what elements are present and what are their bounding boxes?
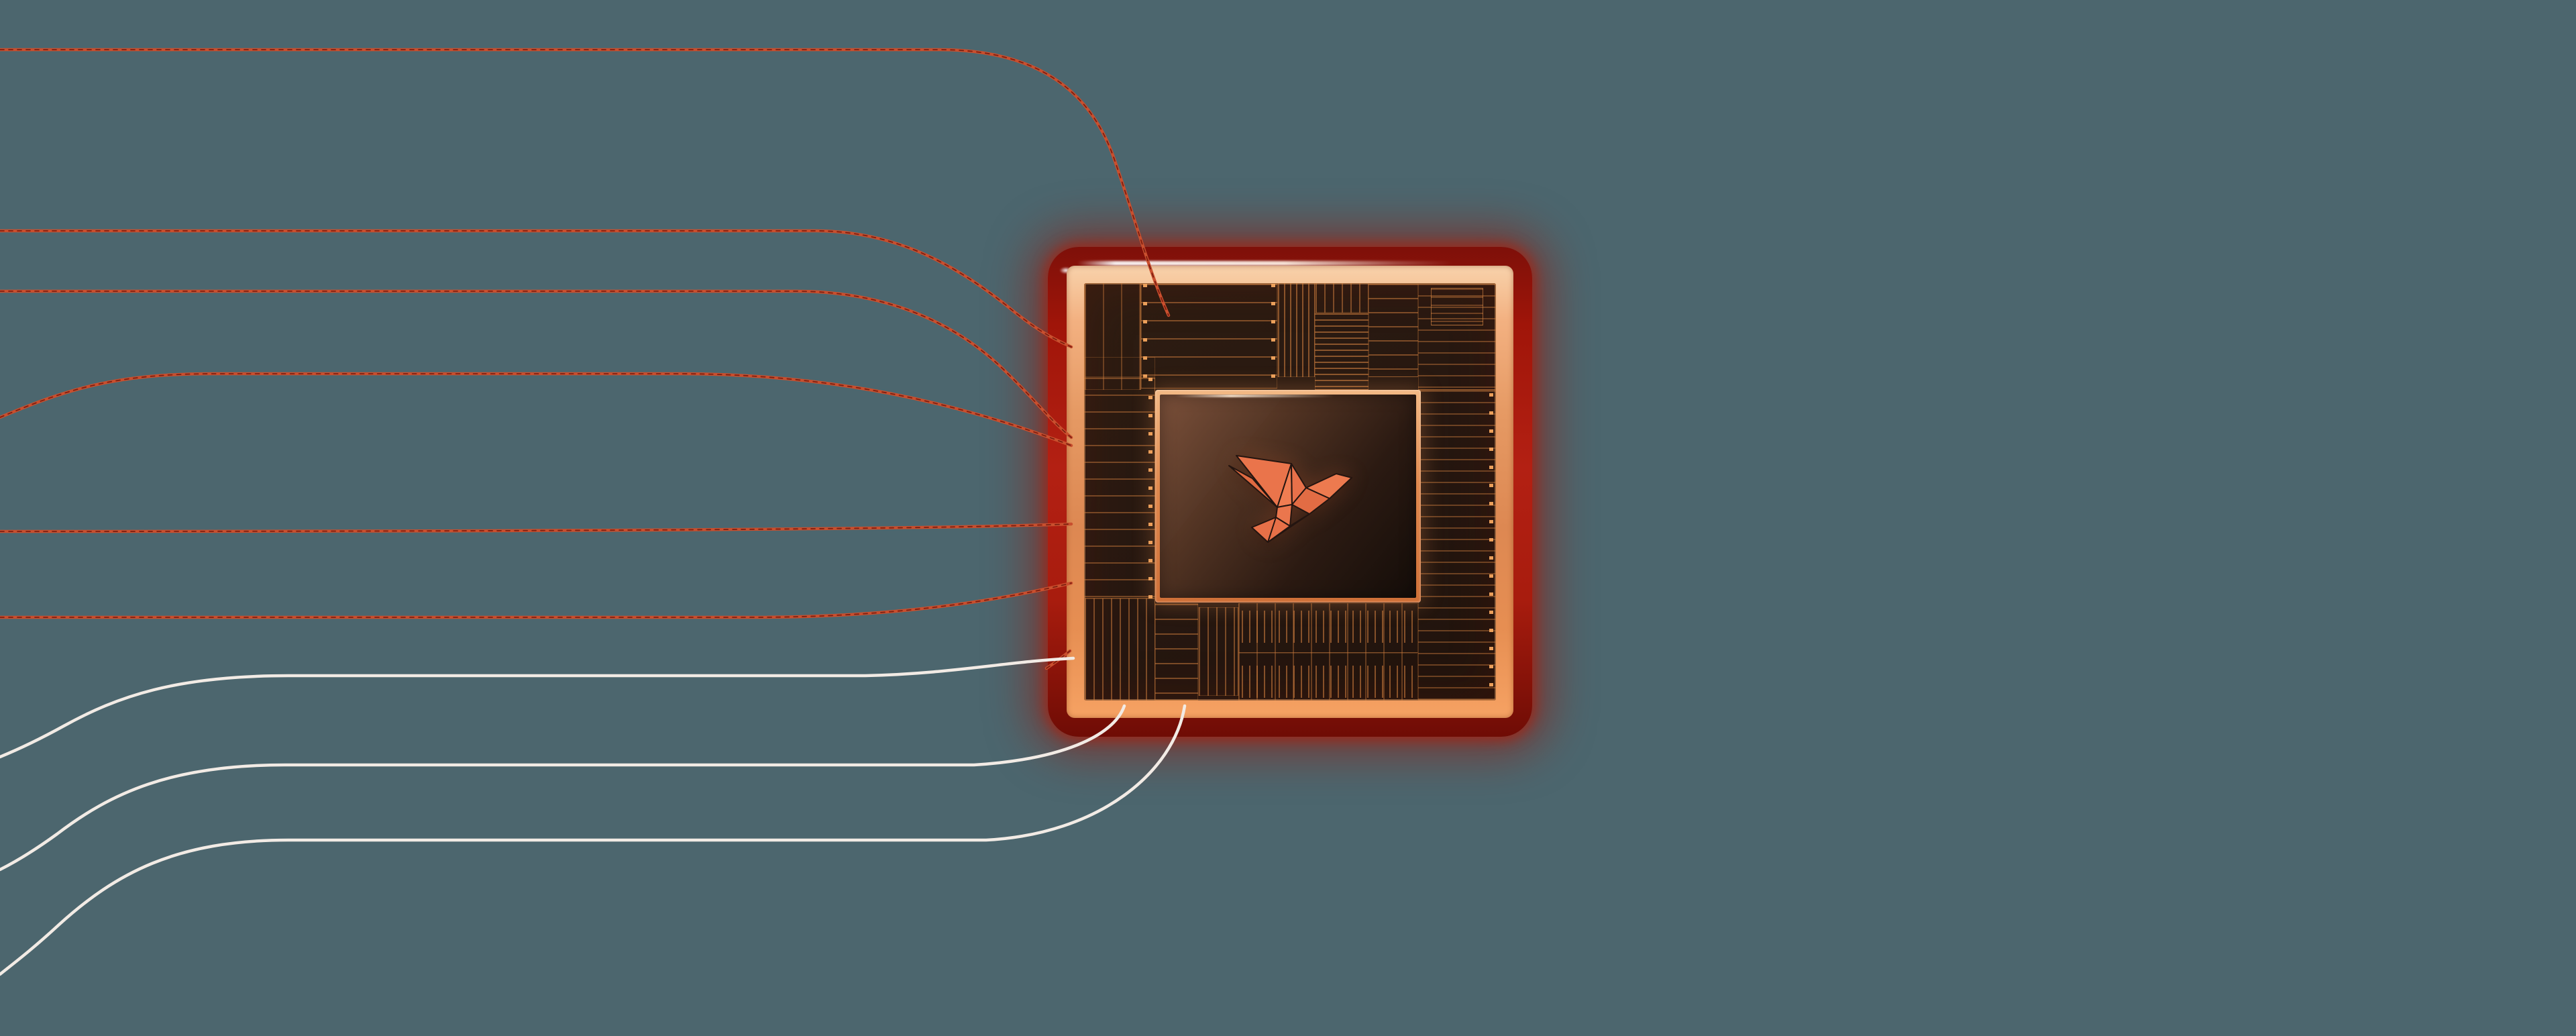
die-box xyxy=(1431,288,1483,325)
origami-bird-icon xyxy=(1228,455,1352,543)
module-surface xyxy=(1160,395,1416,598)
die-block xyxy=(1238,653,1418,701)
bird-fold-line-1 xyxy=(1267,517,1277,543)
die-pads xyxy=(1148,378,1152,599)
wire-orange-1 xyxy=(0,48,1171,317)
die-comb xyxy=(1242,611,1415,643)
die-pads xyxy=(1271,284,1275,389)
wire-orange-6-dashes xyxy=(0,582,1072,618)
module-highlight xyxy=(1175,395,1334,397)
die-block xyxy=(1315,313,1368,390)
die-block xyxy=(1315,283,1368,313)
wire-orange-5-dashes xyxy=(0,523,1072,532)
chip-die xyxy=(1084,283,1496,701)
wire-orange-2-dashes xyxy=(0,230,1072,348)
die-block xyxy=(1277,283,1315,377)
wire-orange-2 xyxy=(0,229,1073,349)
die-comb xyxy=(1242,666,1415,698)
die-block xyxy=(1198,607,1238,696)
die-block xyxy=(1084,599,1155,701)
die-block xyxy=(1155,603,1198,701)
die-block xyxy=(1084,377,1155,599)
bird-tail xyxy=(1250,513,1310,543)
die-pads xyxy=(1489,393,1493,698)
chip-top-highlight xyxy=(1077,261,1453,266)
wire-white-1 xyxy=(0,656,1075,759)
wire-orange-1-dashes xyxy=(0,49,1169,316)
bird-fold-line-2 xyxy=(1267,525,1291,543)
chip-center-module xyxy=(1155,390,1421,603)
chip-copper-frame xyxy=(1067,266,1513,718)
wire-white-2 xyxy=(0,704,1126,872)
wire-orange-3-dashes xyxy=(0,291,1072,438)
die-grid xyxy=(1238,603,1418,701)
die-block xyxy=(1418,390,1496,701)
wire-white-3 xyxy=(0,704,1187,976)
die-block xyxy=(1418,283,1496,390)
die-pads xyxy=(1143,284,1147,389)
die-block xyxy=(1238,603,1418,653)
die-block xyxy=(1368,283,1418,377)
wire-orange-5 xyxy=(0,522,1073,533)
wire-orange-4-dashes xyxy=(0,373,1072,446)
bird-wing-sliver xyxy=(1228,465,1278,509)
wire-orange-4 xyxy=(0,372,1073,448)
wire-orange-3 xyxy=(0,289,1073,439)
die-block xyxy=(1141,283,1277,389)
wire-orange-6 xyxy=(0,581,1073,619)
die-block xyxy=(1084,357,1155,377)
